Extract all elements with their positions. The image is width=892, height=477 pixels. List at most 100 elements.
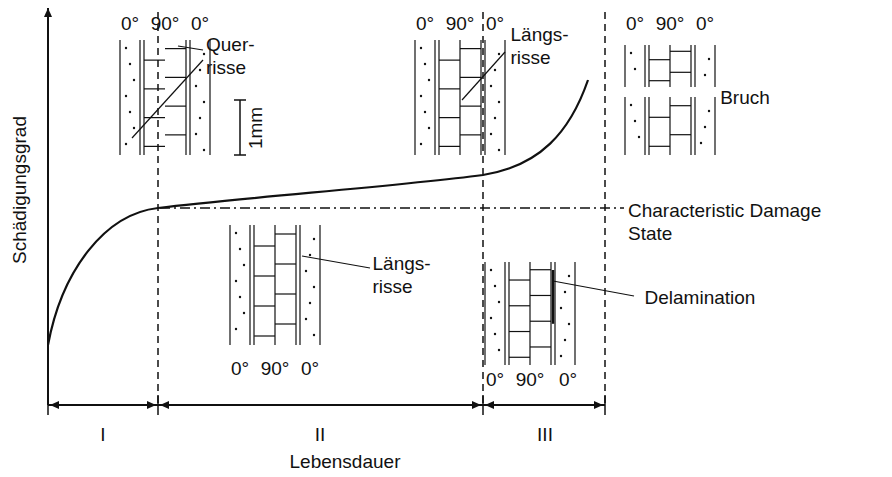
fiber-dot [498,149,500,151]
laminate-stroke [624,97,625,155]
fiber-dot [239,296,241,298]
laminate-stroke [165,77,186,78]
laminate-sketches [120,40,715,365]
fiber-dot [630,52,632,54]
fiber-dot [490,85,492,87]
laminate-stroke [319,225,320,345]
label: 1mm [245,107,268,149]
fiber-dot [313,334,315,336]
label: 90° [516,369,545,392]
fiber-dot [243,264,245,266]
fiber-dot [568,275,570,277]
laminate-stroke [484,262,485,365]
label: 0° [559,369,577,392]
laminate-stroke [439,146,460,147]
fiber-dot [704,74,706,76]
fiber-dot [494,285,496,287]
label: Schädigungsgrad [9,116,32,264]
fiber-dot [564,339,566,341]
laminate-stroke [460,77,481,78]
label: 0° [301,358,319,381]
fiber-dot [494,333,496,335]
laminate-stroke [504,262,505,365]
laminate-stroke [275,263,296,264]
x-axis [48,404,605,406]
fiber-dot [195,85,197,87]
fiber-dot [313,286,315,288]
laminate-stroke [530,269,551,270]
laminate-stroke [460,48,481,49]
laminate-stroke [439,88,460,89]
fiber-dot [309,254,311,256]
fiber-dot [494,117,496,119]
laminate-stroke [530,295,551,296]
laminate-stroke [484,40,485,155]
laminate-stroke [299,225,300,345]
fiber-dot [420,47,422,49]
fiber-dot [564,291,566,293]
fiber-dot [203,101,205,103]
label: Bruch [720,87,770,110]
laminate-stroke [144,88,165,89]
laminate-stroke [295,225,296,345]
label: 0° [696,13,714,36]
fiber-dot [494,69,496,71]
laminate-stroke [644,45,645,87]
label: Quer- risse [206,34,258,80]
laminate-stroke [694,45,695,87]
fiber-dot [630,104,632,106]
label: 0° [121,13,139,36]
fiber-dot [420,95,422,97]
laminate-stroke [275,233,296,234]
fiber-dot [424,63,426,65]
laminate-stroke [509,305,530,306]
fiber-dot [498,53,500,55]
label: 90° [261,358,290,381]
fiber-dot [700,142,702,144]
fiber-dot [129,111,131,113]
fiber-dot [498,349,500,351]
laminate-stroke [649,80,670,81]
laminate-stroke [459,40,460,155]
fiber-dot [568,323,570,325]
label: 0° [626,13,644,36]
fiber-dot [313,238,315,240]
label: Delamination [645,287,756,310]
fiber-dot [243,312,245,314]
laminate-stroke [144,146,165,147]
fiber-dot [708,58,710,60]
laminate-stroke [460,134,481,135]
laminate-stroke [550,262,551,365]
laminate-stroke [480,40,481,155]
laminate-stroke [439,60,460,61]
label: Lebensdauer [290,451,401,474]
laminate-stroke [574,262,575,365]
fiber-dot [133,127,135,129]
laminate-stroke [275,323,296,324]
laminate-stroke [670,134,691,135]
laminate-stroke [649,59,670,60]
segment-ticks [48,395,605,415]
laminate-stroke [670,72,691,73]
fiber-dot [235,232,237,234]
scale-bar [234,100,246,155]
fiber-dot [704,126,706,128]
label: 0° [486,369,504,392]
laminate-stroke [253,225,254,345]
fiber-dot [203,53,205,55]
laminate-stroke [189,40,190,155]
label: III [537,424,553,447]
segment-arrows [50,404,603,406]
label: 90° [446,13,475,36]
laminate-stroke [249,225,250,345]
laminate-stroke [649,117,670,118]
fiber-dot [125,95,127,97]
fiber-dot [199,69,201,71]
fiber-dot [490,133,492,135]
laminate-stroke [414,40,415,155]
label: Längs- risse [511,24,566,70]
fiber-dot [638,136,640,138]
cds-line [160,207,624,208]
damage-curve [48,80,588,345]
laminate-stroke [254,335,275,336]
